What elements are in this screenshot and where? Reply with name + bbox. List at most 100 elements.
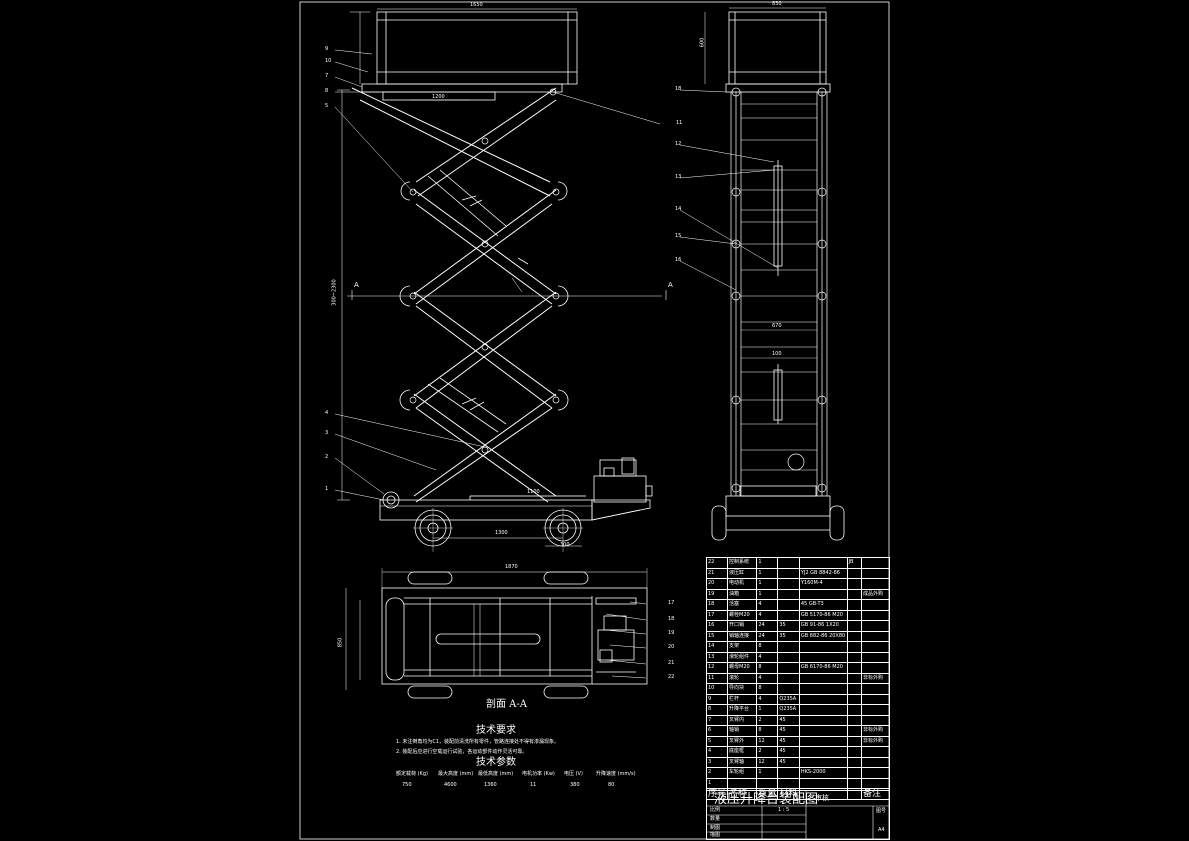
bom-cell [861,714,890,726]
bom-cell: Y160M-4 [798,578,848,590]
bom-cell: 2 [756,714,779,726]
bom-cell: 5 [705,735,729,747]
title-block-frame [706,790,890,839]
balloon-front-9: 1 [325,486,329,492]
bom-cell: GB 91-86 1X20 [798,620,848,632]
bom-cell [846,756,863,768]
bom-cell [861,630,890,642]
bom-cell [798,756,848,768]
bom-cell: 45 GB-T3 [798,599,848,611]
balloon-front-7: 3 [325,430,329,436]
bom-cell [861,620,890,632]
bom-cell: 导向块 [727,683,758,695]
drawing-title: 液压升降台装配图 [714,792,819,807]
bom-cell [798,735,848,747]
bom-cell: 16 [705,620,729,632]
dim-plan-width: 850 [337,637,344,648]
bom-cell [798,672,848,684]
balloon-plan-6: 22 [668,674,675,680]
bom-cell: GB 5170-86 M20 [798,609,848,621]
bom-cell: 非标外购 [861,725,890,737]
bom-cell: 24 [756,630,779,642]
balloon-plan-1: 17 [668,600,675,606]
param-value-6: 80 [608,782,615,788]
bom-cell: 螺栓M20 [727,609,758,621]
bom-cell: 1 [756,557,779,569]
bom-cell: 活塞 [727,599,758,611]
bom-cell: 4 [705,746,729,758]
bom-cell: 非标外购 [861,672,890,684]
balloon-plan-4: 20 [668,644,675,650]
balloon-side-5: 15 [675,233,682,239]
bom-cell [861,683,890,695]
dim-platform-length: 1650 [470,2,483,8]
bom-cell: 12 [705,662,729,674]
bom-cell: 14 [705,641,729,653]
bom-cell: HKS-2000 [798,767,848,779]
balloon-side-1: 18 [675,86,682,92]
bom-cell: 2 [705,767,729,779]
bom-cell [846,683,863,695]
bom-cell [777,641,800,653]
bom-header-cell: 备注 [861,788,890,800]
bom-cell: 4 [756,599,779,611]
bom-cell: 车轮组 [727,767,758,779]
dim-mid-width: 670 [772,323,782,329]
bom-cell: 13 [705,651,729,663]
bom-cell [777,588,800,600]
bom-cell [798,651,848,663]
bom-cell [798,725,848,737]
bom-cell [861,704,890,716]
bom-cell [798,557,848,569]
bom-cell [777,599,800,611]
bom-cell: 1 [756,767,779,779]
bom-cell [861,756,890,768]
tb-label-4: 描图 [710,832,721,838]
bom-cell: 1 [756,578,779,590]
bom-cell: 螺母M20 [727,662,758,674]
bom-cell [798,746,848,758]
bom-cell: 12 [756,756,779,768]
dim-side: 100 [772,351,782,357]
bom-cell: 油箱 [727,588,758,600]
bom-cell: 非标外购 [861,735,890,747]
bom-cell: YJ2 GB 8842-86 [798,567,848,579]
tb-label-3: 制图 [710,825,721,831]
balloon-front-4: 8 [325,88,329,94]
front-view [334,8,667,552]
bom-cell [798,683,848,695]
bom-cell [846,693,863,705]
bom-cell [777,578,800,590]
balloon-front-8: 2 [325,454,329,460]
bom-cell [777,557,800,569]
bom-cell: 8 [705,704,729,716]
balloon-side-2: 12 [675,141,682,147]
bom-cell [846,567,863,579]
bom-cell: 轴销 [727,725,758,737]
dim-lift-range: 300~2300 [331,279,338,306]
sheet-number: A4 [878,827,885,833]
bom-cell: 开口销 [727,620,758,632]
bom-cell: 20 [705,578,729,590]
bom-cell: 成品外购 [861,588,890,600]
bom-cell [861,641,890,653]
bom-cell: 24 [756,620,779,632]
bom-cell [777,777,800,789]
tb-label-1: 比例 [710,807,721,813]
bom-cell: JB [846,557,863,569]
tech-requirements-heading: 技术要求 [476,725,516,736]
bom-cell: 45 [777,735,800,747]
sheet-label: 图号 [876,808,887,814]
bom-cell [846,662,863,674]
bom-cell [861,599,890,611]
